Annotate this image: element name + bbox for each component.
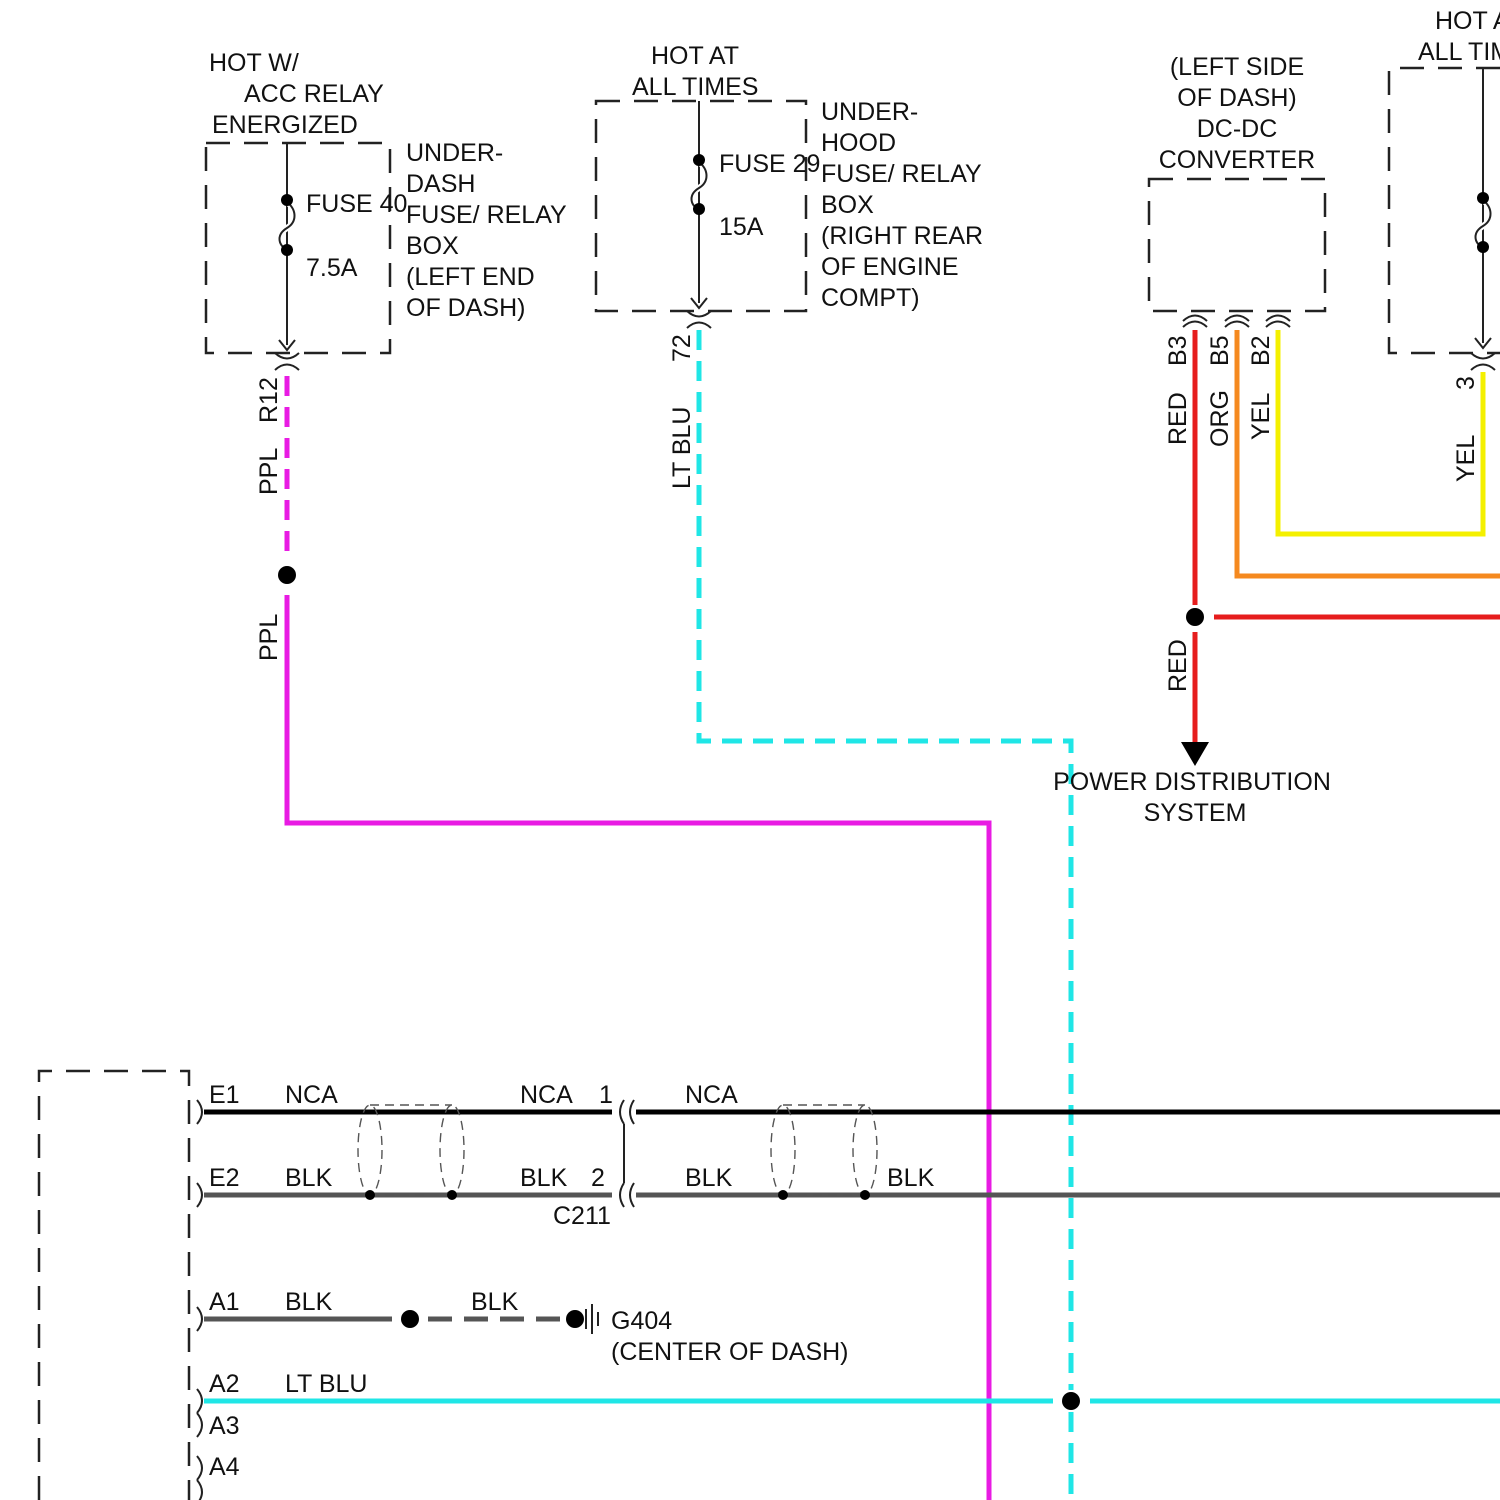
- ground-name: G404: [611, 1307, 672, 1335]
- red-label: RED: [1164, 392, 1192, 445]
- right-hot-line1: HOT A: [1435, 7, 1500, 35]
- underhood-box-line7: COMPT): [821, 284, 920, 312]
- fuse40-hot-line2: ACC RELAY: [244, 80, 384, 108]
- red-label-lower: RED: [1164, 639, 1192, 692]
- yel-label: YEL: [1247, 393, 1275, 440]
- dcdc-label-line1: (LEFT SIDE: [1170, 53, 1304, 81]
- a2-wire-label: LT BLU: [285, 1370, 367, 1398]
- lt-blu-label: LT BLU: [668, 407, 696, 489]
- pin-r12: R12: [255, 377, 283, 423]
- pin-b3: B3: [1164, 335, 1192, 366]
- c211-pin-2: 2: [591, 1164, 605, 1192]
- pin-a4: A4: [209, 1453, 240, 1481]
- pin-a3: A3: [209, 1412, 240, 1440]
- fuse40-hot-line1: HOT W/: [209, 49, 299, 77]
- dcdc-terminals: [1183, 316, 1290, 328]
- underhood-box-line6: OF ENGINE: [821, 253, 959, 281]
- underdash-fuse-box: [206, 143, 390, 353]
- ppl-label-upper: PPL: [255, 448, 283, 495]
- dcdc-label-line4: CONVERTER: [1159, 146, 1316, 174]
- pin-3: 3: [1452, 376, 1480, 390]
- pin-b5: B5: [1206, 335, 1234, 366]
- fuse29-name: FUSE 29: [719, 150, 820, 178]
- pin-b2: B2: [1247, 335, 1275, 366]
- shield-right: [771, 1105, 877, 1200]
- e1-right-wire-label: NCA: [685, 1081, 738, 1109]
- underhood-box-line1: UNDER-: [821, 98, 918, 126]
- pin-72: 72: [668, 334, 696, 362]
- yel-wire-b2: [1278, 330, 1483, 534]
- underdash-box-line1: UNDER-: [406, 139, 503, 167]
- underhood-box-line3: FUSE/ RELAY: [821, 160, 982, 188]
- pin-a2: A2: [209, 1370, 240, 1398]
- underdash-box-line6: OF DASH): [406, 294, 525, 322]
- power-distribution-arrow: [1181, 742, 1209, 766]
- red-splice: [1186, 608, 1204, 626]
- fuse29-rating: 15A: [719, 213, 764, 241]
- underhood-box-line2: HOOD: [821, 129, 896, 157]
- dcdc-label-line3: DC-DC: [1197, 115, 1278, 143]
- module-terminals: [197, 1100, 202, 1500]
- connector-c211-symbol: [620, 1100, 634, 1207]
- underdash-box-line3: FUSE/ RELAY: [406, 201, 567, 229]
- power-distribution-line2: SYSTEM: [1144, 799, 1247, 827]
- connector-c211-label: C211: [553, 1202, 611, 1230]
- underhood-box-line5: (RIGHT REAR: [821, 222, 983, 250]
- ground-location: (CENTER OF DASH): [611, 1338, 849, 1366]
- pin-e2: E2: [209, 1164, 240, 1192]
- underhood-box-line4: BOX: [821, 191, 874, 219]
- a1-ground-wire-label: BLK: [471, 1288, 519, 1316]
- right-hot-line2: ALL TIM: [1418, 38, 1500, 66]
- pin72-terminal: [687, 311, 711, 328]
- lt-blu-splice: [1062, 1392, 1080, 1410]
- underdash-box-line2: DASH: [406, 170, 475, 198]
- dcdc-converter-box: [1149, 179, 1325, 311]
- fuse29-hot-line2: ALL TIMES: [632, 73, 758, 101]
- org-label: ORG: [1206, 390, 1234, 447]
- underdash-box-line4: BOX: [406, 232, 459, 260]
- module-box: [39, 1071, 189, 1500]
- ground-symbol-icon: [586, 1304, 598, 1334]
- ppl-splice: [278, 566, 296, 584]
- a1-splice: [401, 1310, 419, 1328]
- a1-wire-label: BLK: [285, 1288, 333, 1316]
- dcdc-label-line2: OF DASH): [1177, 84, 1296, 112]
- fuse40-name: FUSE 40: [306, 190, 407, 218]
- fuse40-hot-line3: ENERGIZED: [212, 111, 358, 139]
- pin-e1: E1: [209, 1081, 240, 1109]
- shield-left: [358, 1105, 464, 1200]
- e2-mid-wire-label: BLK: [520, 1164, 568, 1192]
- r12-terminal: [275, 353, 299, 370]
- e2-far-wire-label: BLK: [887, 1164, 935, 1192]
- lt-blu-wire-dashed: [699, 330, 1071, 1390]
- power-distribution-line1: POWER DISTRIBUTION: [1053, 768, 1331, 796]
- underdash-box-line5: (LEFT END: [406, 263, 535, 291]
- fuse29-hot-line1: HOT AT: [651, 42, 739, 70]
- pin-a1: A1: [209, 1288, 240, 1316]
- e1-mid-wire-label: NCA: [520, 1081, 573, 1109]
- ppl-label-lower: PPL: [255, 614, 283, 661]
- e2-wire-label: BLK: [285, 1164, 333, 1192]
- fuse40-rating: 7.5A: [306, 254, 358, 282]
- right-yel-label: YEL: [1452, 435, 1480, 482]
- e2-right-wire-label: BLK: [685, 1164, 733, 1192]
- e1-wire-label: NCA: [285, 1081, 338, 1109]
- c211-pin-1: 1: [599, 1081, 613, 1109]
- ground-point: [566, 1310, 584, 1328]
